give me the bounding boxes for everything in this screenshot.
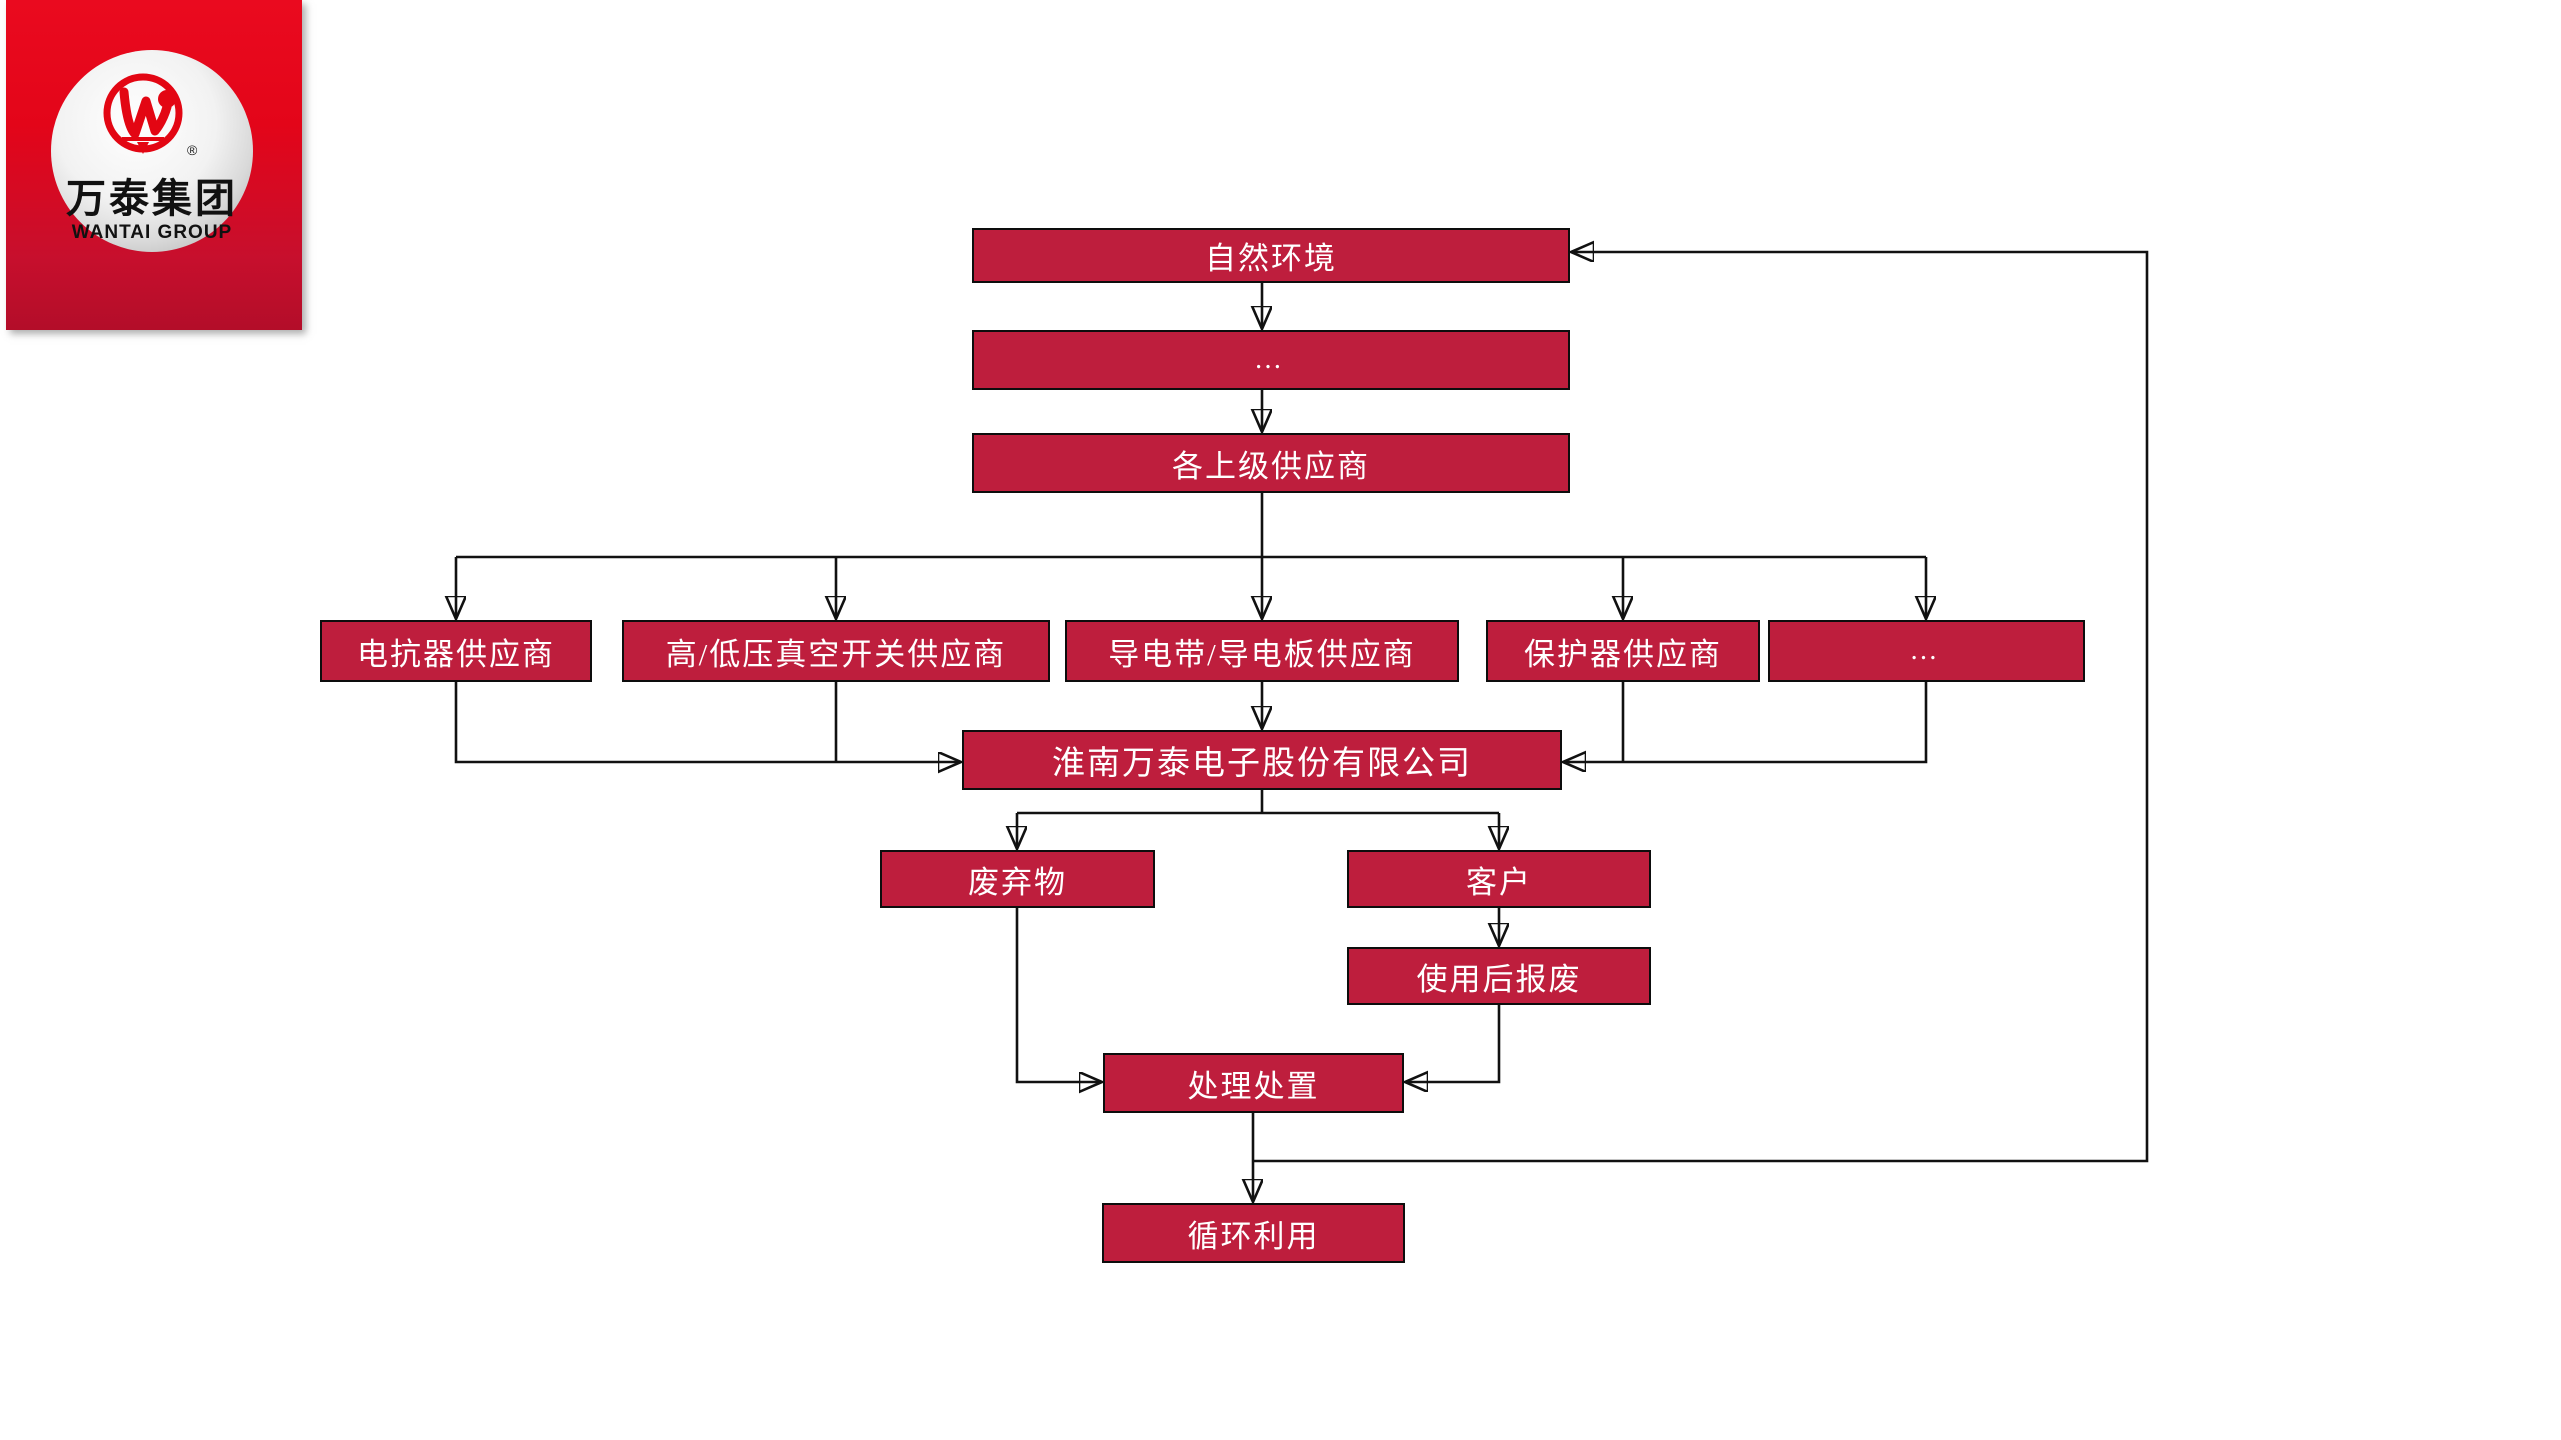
wantai-group-logo: ® 万泰集团 WANTAI GROUP [6,0,302,330]
node-treatment-disposal: 处理处置 [1103,1053,1404,1113]
node-customer: 客户 [1347,850,1651,908]
node-waste: 废弃物 [880,850,1155,908]
logo-company-name-en: WANTAI GROUP [72,222,232,243]
node-natural-environment: 自然环境 [972,228,1570,283]
node-conductive-strip-plate-supplier: 导电带/导电板供应商 [1065,620,1459,682]
node-upper-suppliers: 各上级供应商 [972,433,1570,493]
node-scrap-after-use: 使用后报废 [1347,947,1651,1005]
node-upper-ellipsis: … [972,330,1570,390]
node-reactor-supplier: 电抗器供应商 [320,620,592,682]
registered-mark: ® [187,142,198,158]
node-vacuum-switch-supplier: 高/低压真空开关供应商 [622,620,1050,682]
node-company: 淮南万泰电子股份有限公司 [962,730,1562,790]
node-protector-supplier: 保护器供应商 [1486,620,1760,682]
logo-company-name-cn: 万泰集团 [66,177,238,221]
node-recycling: 循环利用 [1102,1203,1405,1263]
wantai-w-monogram-icon [103,73,183,154]
wantai-logo-graphic: ® 万泰集团 WANTAI GROUP [51,50,253,252]
node-supplier-ellipsis: … [1768,620,2085,682]
